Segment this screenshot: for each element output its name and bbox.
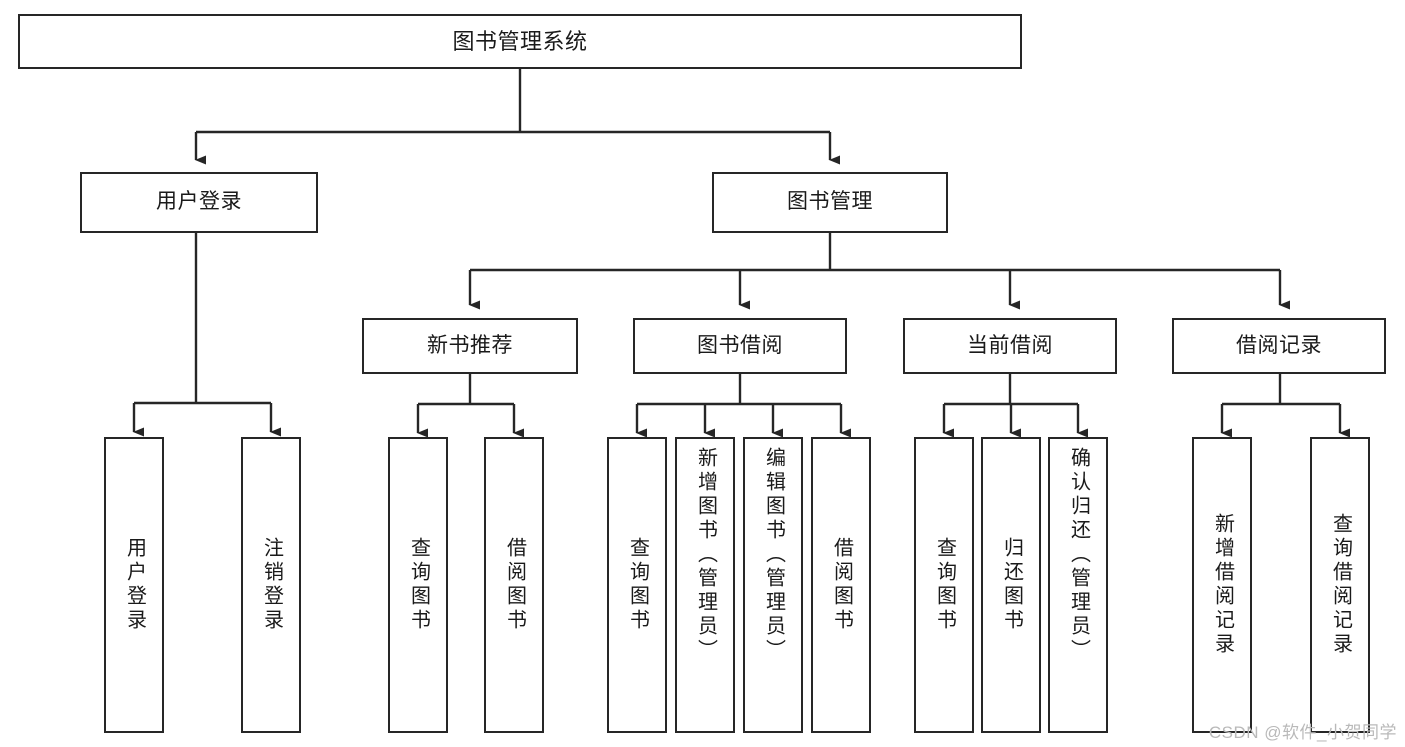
node-label: 借阅记录 [1236,333,1322,357]
node-borrow-record[interactable]: 借阅记录 [1172,318,1386,374]
node-new-book-recommend[interactable]: 新书推荐 [362,318,578,374]
node-book-borrow[interactable]: 图书借阅 [633,318,847,374]
node-label: 新书推荐 [427,333,513,357]
node-label: 图书借阅 [697,333,783,357]
leaf-current-query-book[interactable]: 查询图书 [914,437,974,733]
node-label: 新增图书（管理员） [694,447,717,663]
node-root-system[interactable]: 图书管理系统 [18,14,1022,69]
node-label: 新增借阅记录 [1211,513,1234,657]
node-label: 当前借阅 [967,333,1053,357]
node-label: 图书管理 [787,190,873,214]
leaf-record-query-record[interactable]: 查询借阅记录 [1310,437,1370,733]
leaf-current-return-book[interactable]: 归还图书 [981,437,1041,733]
node-label: 注销登录 [260,537,283,633]
leaf-borrow-add-book-admin[interactable]: 新增图书（管理员） [675,437,735,733]
leaf-recommend-query-book[interactable]: 查询图书 [388,437,448,733]
node-user-login[interactable]: 用户登录 [80,172,318,233]
node-book-management[interactable]: 图书管理 [712,172,948,233]
leaf-borrow-borrow-book[interactable]: 借阅图书 [811,437,871,733]
node-label: 查询图书 [626,537,649,633]
node-label: 用户登录 [156,190,242,214]
node-label: 查询图书 [933,537,956,633]
leaf-borrow-edit-book-admin[interactable]: 编辑图书（管理员） [743,437,803,733]
node-label: 归还图书 [1000,537,1023,633]
node-label: 图书管理系统 [452,28,588,54]
node-label: 用户登录 [123,537,146,633]
watermark-text: CSDN @软件_小贺同学 [1208,723,1397,742]
leaf-record-add-record[interactable]: 新增借阅记录 [1192,437,1252,733]
node-label: 借阅图书 [503,537,526,633]
leaf-borrow-query-book[interactable]: 查询图书 [607,437,667,733]
node-label: 查询图书 [407,537,430,633]
node-current-borrow[interactable]: 当前借阅 [903,318,1117,374]
node-label: 编辑图书（管理员） [762,447,785,663]
leaf-current-confirm-return-admin[interactable]: 确认归还（管理员） [1048,437,1108,733]
leaf-user-login-login[interactable]: 用户登录 [104,437,164,733]
leaf-user-login-logout[interactable]: 注销登录 [241,437,301,733]
node-label: 查询借阅记录 [1329,513,1352,657]
node-label: 借阅图书 [830,537,853,633]
node-label: 确认归还（管理员） [1067,447,1090,663]
leaf-recommend-borrow-book[interactable]: 借阅图书 [484,437,544,733]
